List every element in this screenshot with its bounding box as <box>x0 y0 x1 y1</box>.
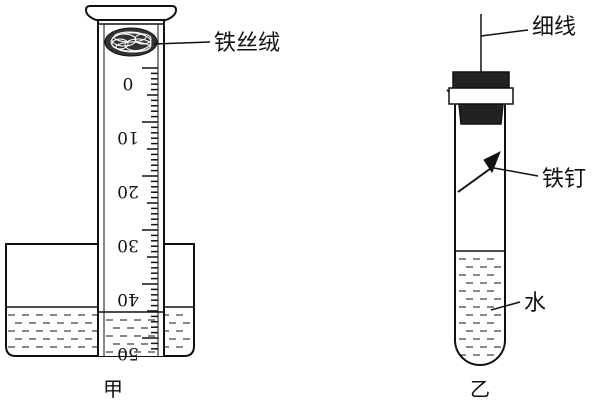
tube-water <box>455 251 505 365</box>
trough <box>5 243 195 357</box>
test-tube <box>454 86 506 366</box>
label-steel-wool: 铁丝绒 <box>214 31 280 56</box>
nail-leader <box>493 167 539 177</box>
scale-number: 30 <box>117 235 139 255</box>
steel-wool-strand <box>110 32 152 52</box>
steel-wool <box>104 27 158 57</box>
cylinder-scale-numbers: 0 10 20 30 40 50 <box>117 73 139 363</box>
scale-number: 10 <box>117 127 139 147</box>
label-water: 水 <box>524 291 546 316</box>
graduated-cylinder: 0 10 20 30 40 50 <box>84 5 178 363</box>
stopper <box>448 71 514 125</box>
caption-left: 甲 <box>103 377 123 401</box>
label-nail: 铁钉 <box>542 167 586 192</box>
steel-wool-leader <box>153 41 211 45</box>
steel-wool-strand <box>115 41 151 53</box>
apparatus-left: 0 10 20 30 40 50 铁丝绒 甲 <box>5 5 280 401</box>
apparatus-right: 细线 铁钉 水 乙 <box>446 14 586 401</box>
cylinder-graduations <box>142 67 158 350</box>
string-leader <box>480 29 529 37</box>
scale-number: 40 <box>117 289 139 309</box>
steel-wool-strand <box>134 33 152 45</box>
water-leader <box>490 301 521 311</box>
iron-nail <box>457 150 501 193</box>
steel-wool-strand <box>124 38 152 52</box>
scale-number: 20 <box>117 181 139 201</box>
scale-number: 0 <box>123 73 134 93</box>
label-string: 细线 <box>532 15 576 40</box>
steel-wool-strand <box>111 33 137 47</box>
steel-wool-strand <box>111 38 129 50</box>
caption-right: 乙 <box>470 377 490 401</box>
scale-number: 50 <box>117 343 139 363</box>
